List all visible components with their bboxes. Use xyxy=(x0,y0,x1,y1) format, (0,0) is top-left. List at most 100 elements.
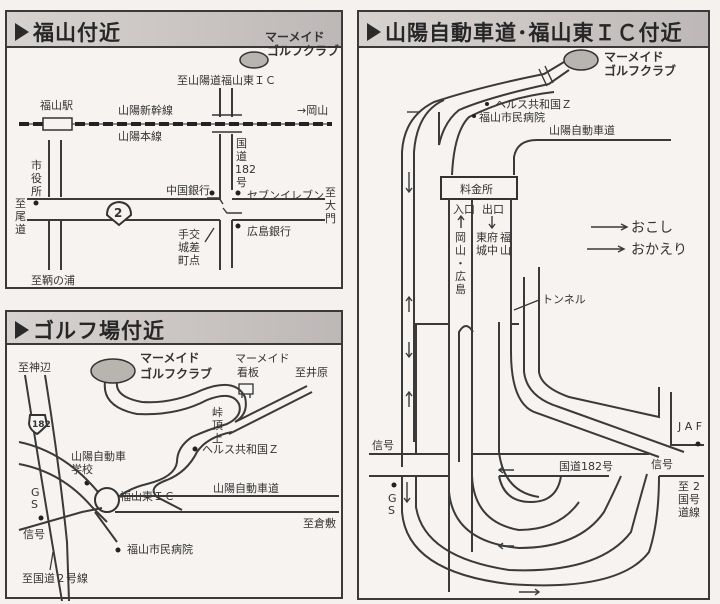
hospital-dot xyxy=(472,114,476,118)
entrance-arrow-icon xyxy=(457,214,465,228)
bridge-marks xyxy=(538,65,554,87)
tejo-pointer xyxy=(204,227,215,243)
higashi-fuchu-label-1: 東府 xyxy=(476,230,498,244)
hiroshima-bank-label: 広島銀行 xyxy=(247,224,291,238)
health-kingdom-label: ヘルス共和国Ｚ xyxy=(495,98,572,111)
chugoku-bank-dot xyxy=(209,190,215,196)
golf-club-label-1: マーメイド xyxy=(604,50,664,64)
station-label: 福山駅 xyxy=(40,98,73,112)
to-onomichi-label-3: 道 xyxy=(15,222,26,236)
golf-access-road-c xyxy=(152,431,233,511)
okayama-hiroshima-label-4: 広 xyxy=(455,270,466,283)
route182-label: 国道182号 xyxy=(559,459,613,473)
route182-label-3: 182 xyxy=(235,163,256,176)
to-tomonoura-label: 至鞆の浦 xyxy=(31,273,75,287)
hospital-label: 福山市民病院 xyxy=(127,542,193,556)
u-loop-core xyxy=(498,475,562,504)
jaf-label: J A F xyxy=(677,420,702,433)
panel-fukuyama-vicinity: 福山付近 マーメイド ゴルフクラブ 至山陽道福山東ＩＣ 福山駅 山陽新幹線 →岡… xyxy=(5,10,343,289)
u-loop-innermost xyxy=(471,475,580,532)
okayama-hiroshima-label-3: ・ xyxy=(455,257,466,270)
golf-access-road-b xyxy=(115,381,308,423)
city-hall-dot xyxy=(33,200,39,206)
fukuyama-map: マーメイド ゴルフクラブ 至山陽道福山東ＩＣ 福山駅 山陽新幹線 →岡山 山陽本… xyxy=(15,30,339,287)
gs-dot xyxy=(38,515,44,521)
okayama-hiroshima-label-2: 山 xyxy=(455,244,466,257)
fukuyama-label-2: 山 xyxy=(500,244,511,257)
direction-arrow-icon xyxy=(405,342,413,359)
ramp-inner-right xyxy=(498,322,540,498)
panel-title: 山陽自動車道･福山東ＩＣ付近 xyxy=(367,17,683,47)
legend-go-arrow-icon xyxy=(591,223,629,231)
road-182-b xyxy=(44,374,70,602)
ic-roundabout xyxy=(94,487,120,513)
city-hall-label-1: 市 xyxy=(31,158,42,172)
to-daimon-label-3: 門 xyxy=(325,212,336,225)
panel-title: 福山付近 xyxy=(15,17,121,47)
triangle-marker-icon xyxy=(15,23,29,41)
expressway-label: 山陽自動車道 xyxy=(213,481,279,495)
interchange-map: マーメイド ゴルフクラブ ヘルス共和国Ｚ 福山市民病院 山陽自動車道 料金所 入… xyxy=(369,49,704,596)
route182-label-4: 号 xyxy=(236,176,247,189)
ramp-tunnel-c xyxy=(538,267,660,419)
fukuyama-label-1: 福 xyxy=(500,230,511,244)
golf-club-marker xyxy=(239,51,269,69)
higashi-fuchu-label-2: 城中 xyxy=(476,244,498,257)
to-route2-label-d: 道線 xyxy=(678,505,700,519)
hiroshima-bank-dot xyxy=(235,223,241,229)
city-hall-label-2: 役 xyxy=(31,171,42,185)
direction-arrow-icon xyxy=(405,295,413,312)
sign-label-2: 看板 xyxy=(237,365,259,379)
gs-label-2: S xyxy=(388,504,395,517)
direction-arrow-icon xyxy=(497,466,514,474)
access-road-inner xyxy=(438,69,570,146)
route182-label-2: 道 xyxy=(236,149,247,163)
chugoku-bank-label: 中国銀行 xyxy=(166,183,210,197)
golf-club-marker xyxy=(90,358,136,384)
route182-label-1: 国 xyxy=(236,137,247,150)
to-route2-label-a: 至 xyxy=(678,480,689,493)
tunnel-pointer xyxy=(513,299,540,311)
hospital-dot xyxy=(115,547,121,553)
tunnel-label: トンネル xyxy=(542,293,586,306)
access-road-to-toll xyxy=(451,91,555,176)
panel-interchange-vicinity: 山陽自動車道･福山東ＩＣ付近 マーメイド ゴルフクラブ ヘルス共和国Ｚ 福山市民… xyxy=(357,10,710,600)
legend-go-label: おこし xyxy=(631,220,673,236)
okayama-hiroshima-label-1: 岡 xyxy=(455,231,466,244)
to-route2-label-c: 国号 xyxy=(678,493,700,506)
pass-label-3: 上 xyxy=(212,432,223,445)
panel-title-text: ゴルフ場付近 xyxy=(33,319,165,343)
panel-header: ゴルフ場付近 xyxy=(7,312,341,345)
health-kingdom-dot xyxy=(485,102,489,106)
route2-badge: 2 xyxy=(114,206,122,220)
road-signal xyxy=(18,507,103,531)
panel-header: 山陽自動車道･福山東ＩＣ付近 xyxy=(359,12,708,48)
golf-club-label-1: マーメイド xyxy=(265,30,325,44)
driving-school-label-2: 学校 xyxy=(71,462,93,476)
to-ic-label: 至山陽道福山東ＩＣ xyxy=(177,73,276,87)
shinkansen-label: 山陽新幹線 xyxy=(118,103,173,117)
route2-shield-icon xyxy=(105,200,133,227)
route182-shield-icon xyxy=(27,414,49,436)
u-loop-inner xyxy=(448,475,622,550)
gs-label-1: G xyxy=(31,486,40,499)
city-hall-label-3: 所 xyxy=(31,185,42,198)
to-onomichi-label-1: 至 xyxy=(15,197,26,210)
triangle-marker-icon xyxy=(367,23,381,41)
to-ibara-label: 至井原 xyxy=(295,365,328,379)
sign-label-1: マーメイド xyxy=(235,352,290,365)
to-okayama-label: →岡山 xyxy=(297,104,328,117)
access-road-outer xyxy=(401,61,565,467)
golf-club-marker xyxy=(563,49,599,71)
tejo-label-2: 城差 xyxy=(178,240,200,254)
u-loop-outer xyxy=(401,475,660,587)
direction-arrow-icon xyxy=(49,551,54,571)
health-kingdom-dot xyxy=(192,446,198,452)
to-route2-label-b: 2 xyxy=(693,480,700,493)
ramp-tunnel-a xyxy=(510,312,660,458)
jaf-road xyxy=(670,392,704,446)
left-block xyxy=(415,323,449,454)
gs-label-2: S xyxy=(31,498,38,511)
golf-club-label-2: ゴルフクラブ xyxy=(604,63,676,78)
to-route2-label: 至国道２号線 xyxy=(22,571,88,585)
